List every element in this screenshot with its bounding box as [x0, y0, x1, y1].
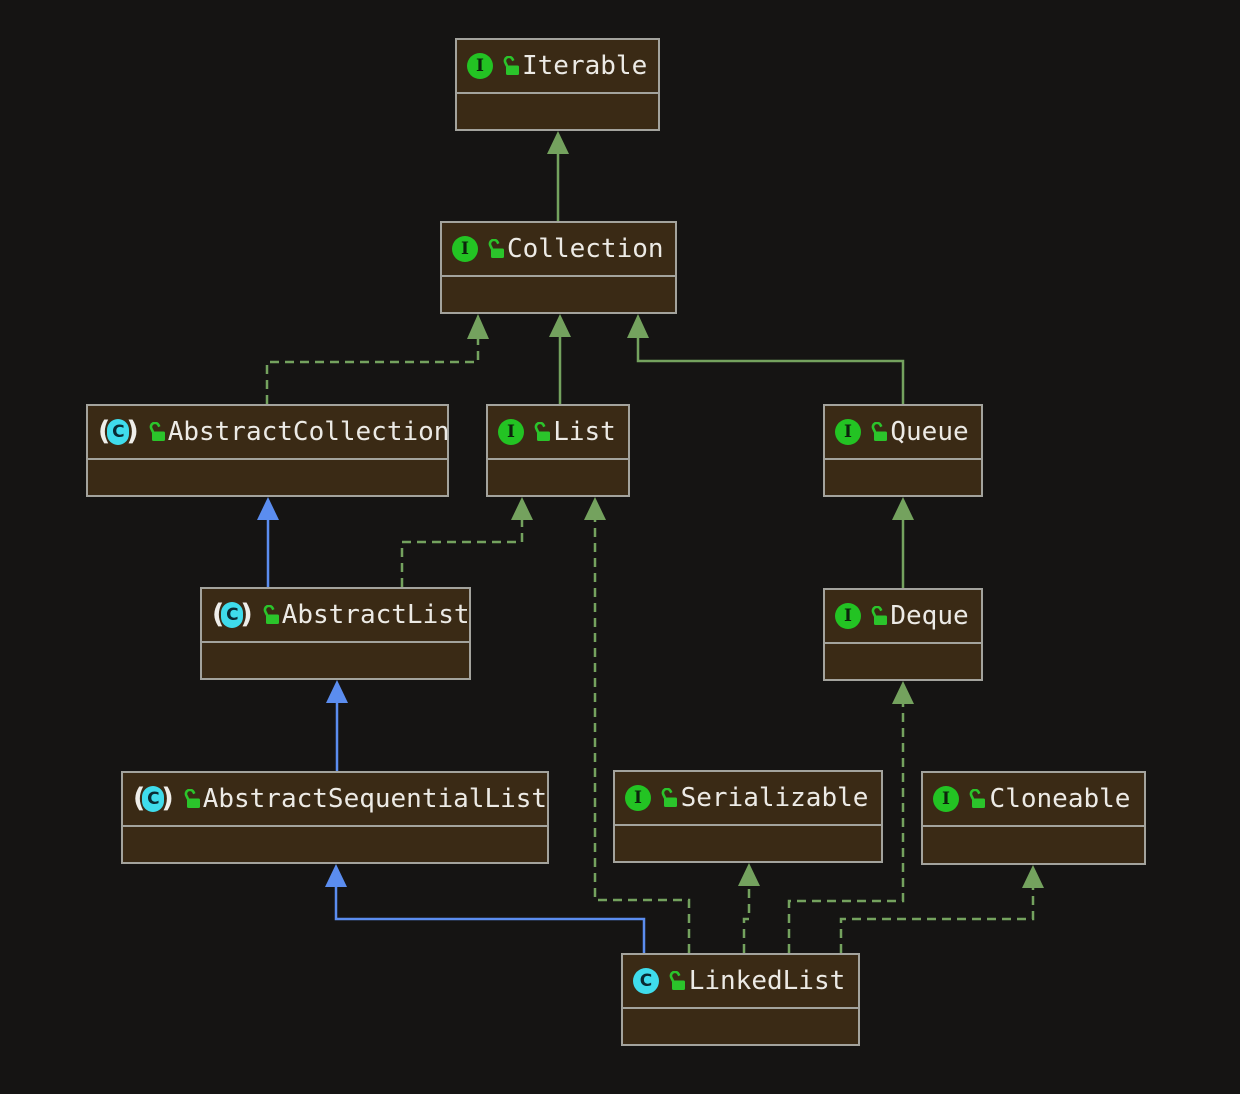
- class-name: Deque: [890, 601, 969, 631]
- class-node-linked-list[interactable]: LinkedList: [621, 953, 860, 1046]
- edge-abstractsequentiallist-extends-abstractlist: [326, 680, 348, 771]
- node-members-compartment: [825, 458, 981, 495]
- unlocked-lock-icon: [263, 605, 279, 624]
- node-members-compartment: [457, 92, 658, 129]
- abstract-class-icon: (): [212, 601, 253, 628]
- class-node-iterable[interactable]: Iterable: [455, 38, 660, 131]
- edge-queue-extends-collection: [627, 314, 905, 404]
- class-node-abstract-list[interactable]: () AbstractList: [200, 587, 471, 680]
- node-members-compartment: [623, 1007, 858, 1044]
- node-title-bar: List: [488, 406, 628, 458]
- unlocked-lock-icon: [969, 789, 985, 808]
- edge-linkedlist-implements-deque: [787, 681, 914, 953]
- edge-abstractlist-implements-list: [400, 497, 533, 587]
- node-title-bar: () AbstractSequentialList: [123, 773, 547, 825]
- node-members-compartment: [442, 275, 675, 312]
- class-node-abstract-sequential-list[interactable]: () AbstractSequentialList: [121, 771, 549, 864]
- node-members-compartment: [88, 458, 447, 495]
- node-members-compartment: [825, 642, 981, 679]
- node-title-bar: () AbstractCollection: [88, 406, 449, 458]
- class-node-queue[interactable]: Queue: [823, 404, 983, 497]
- class-name: List: [553, 417, 616, 447]
- abstract-class-icon: (): [98, 418, 139, 445]
- class-name: AbstractSequentialList: [202, 784, 548, 814]
- node-title-bar: LinkedList: [623, 955, 858, 1007]
- node-members-compartment: [923, 825, 1144, 863]
- unlocked-lock-icon: [184, 789, 200, 808]
- unlocked-lock-icon: [488, 239, 504, 258]
- class-name: Cloneable: [989, 784, 1131, 814]
- interface-icon: [498, 419, 524, 445]
- node-title-bar: Collection: [442, 223, 675, 275]
- edge-deque-extends-queue: [892, 497, 914, 588]
- class-name: Iterable: [522, 51, 648, 81]
- node-members-compartment: [615, 824, 881, 861]
- edge-linkedlist-extends-abstractsequentiallist: [325, 864, 646, 953]
- node-members-compartment: [488, 458, 628, 495]
- class-name: Collection: [507, 234, 664, 264]
- class-node-collection[interactable]: Collection: [440, 221, 677, 314]
- class-icon: [633, 968, 659, 994]
- class-name: LinkedList: [688, 966, 846, 996]
- edge-linkedlist-implements-list: [584, 497, 691, 953]
- node-title-bar: Deque: [825, 590, 981, 642]
- node-title-bar: Cloneable: [923, 773, 1144, 825]
- interface-icon: [835, 419, 861, 445]
- class-node-list[interactable]: List: [486, 404, 630, 497]
- unlocked-lock-icon: [669, 971, 685, 990]
- class-node-deque[interactable]: Deque: [823, 588, 983, 681]
- unlocked-lock-icon: [149, 422, 165, 441]
- node-title-bar: Serializable: [615, 772, 881, 824]
- unlocked-lock-icon: [871, 422, 887, 441]
- node-title-bar: Iterable: [457, 40, 658, 92]
- unlocked-lock-icon: [661, 788, 677, 807]
- edge-linkedlist-implements-serializable: [738, 863, 760, 953]
- interface-icon: [452, 236, 478, 262]
- edge-linkedlist-implements-cloneable: [839, 865, 1044, 953]
- unlocked-lock-icon: [871, 606, 887, 625]
- edge-list-extends-collection: [549, 314, 571, 404]
- node-members-compartment: [123, 825, 547, 862]
- node-title-bar: Queue: [825, 406, 981, 458]
- interface-icon: [625, 785, 651, 811]
- unlocked-lock-icon: [534, 422, 550, 441]
- class-name: Queue: [890, 417, 969, 447]
- class-node-serializable[interactable]: Serializable: [613, 770, 883, 863]
- interface-icon: [933, 786, 959, 812]
- edge-abstractlist-extends-abstractcollection: [257, 497, 279, 587]
- class-name: AbstractList: [281, 600, 470, 630]
- node-title-bar: () AbstractList: [202, 589, 470, 641]
- class-name: AbstractCollection: [167, 417, 450, 447]
- unlocked-lock-icon: [503, 56, 519, 75]
- node-members-compartment: [202, 641, 469, 678]
- interface-icon: [467, 53, 493, 79]
- class-node-cloneable[interactable]: Cloneable: [921, 771, 1146, 865]
- interface-icon: [835, 603, 861, 629]
- edge-collection-extends-iterable: [547, 131, 569, 221]
- edge-abstractcollection-implements-collection: [265, 314, 489, 404]
- abstract-class-icon: (): [133, 785, 174, 812]
- class-name: Serializable: [680, 783, 869, 813]
- class-node-abstract-collection[interactable]: () AbstractCollection: [86, 404, 449, 497]
